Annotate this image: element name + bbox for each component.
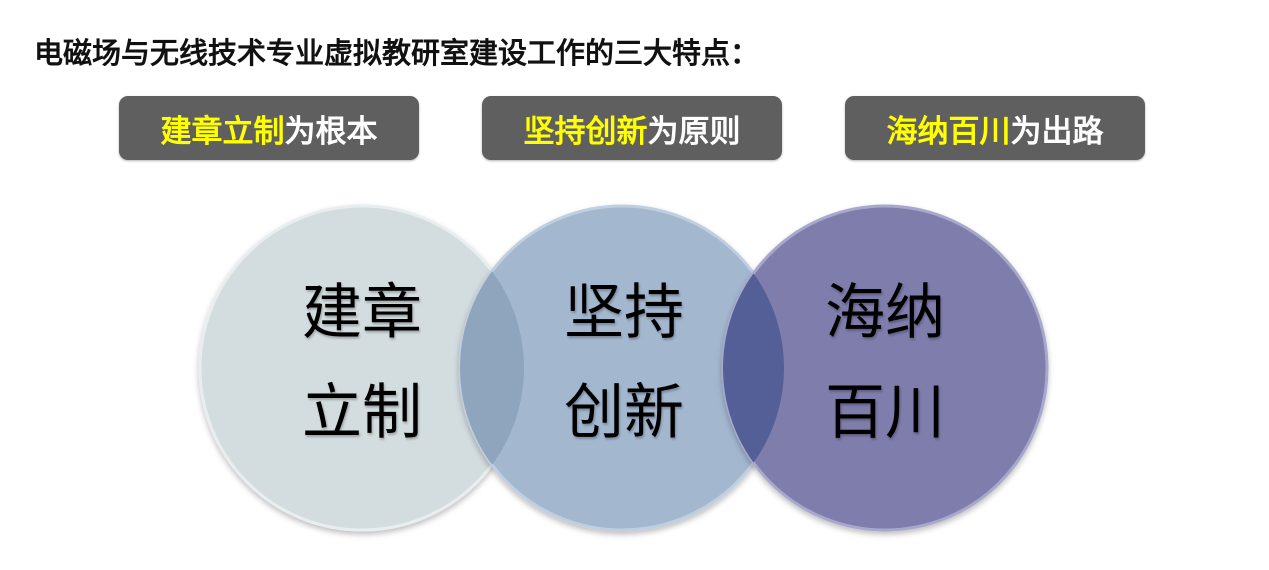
circle-label-line: 海纳	[825, 278, 945, 348]
tag-highlight: 建章立制	[160, 113, 285, 150]
circle-2-label: 坚持 创新	[524, 263, 724, 463]
feature-tag-1: 建章立制为根本	[119, 96, 419, 160]
feature-tag-3: 海纳百川为出路	[845, 96, 1145, 160]
slide-title: 电磁场与无线技术专业虚拟教研室建设工作的三大特点：	[34, 36, 760, 70]
circle-label-line: 百川	[825, 378, 945, 448]
tag-rest: 为出路	[1010, 113, 1104, 150]
circle-1-label: 建章 立制	[262, 263, 462, 463]
circle-label-line: 建章	[302, 278, 422, 348]
feature-tag-2: 坚持创新为原则	[482, 96, 782, 160]
circle-label-line: 创新	[564, 378, 684, 448]
circle-label-line: 立制	[302, 378, 422, 448]
tag-highlight: 海纳百川	[886, 113, 1011, 150]
tag-rest: 为根本	[284, 113, 378, 150]
tag-highlight: 坚持创新	[523, 113, 648, 150]
circle-3-label: 海纳 百川	[785, 263, 985, 463]
circle-label-line: 坚持	[564, 278, 684, 348]
tag-rest: 为原则	[647, 113, 741, 150]
